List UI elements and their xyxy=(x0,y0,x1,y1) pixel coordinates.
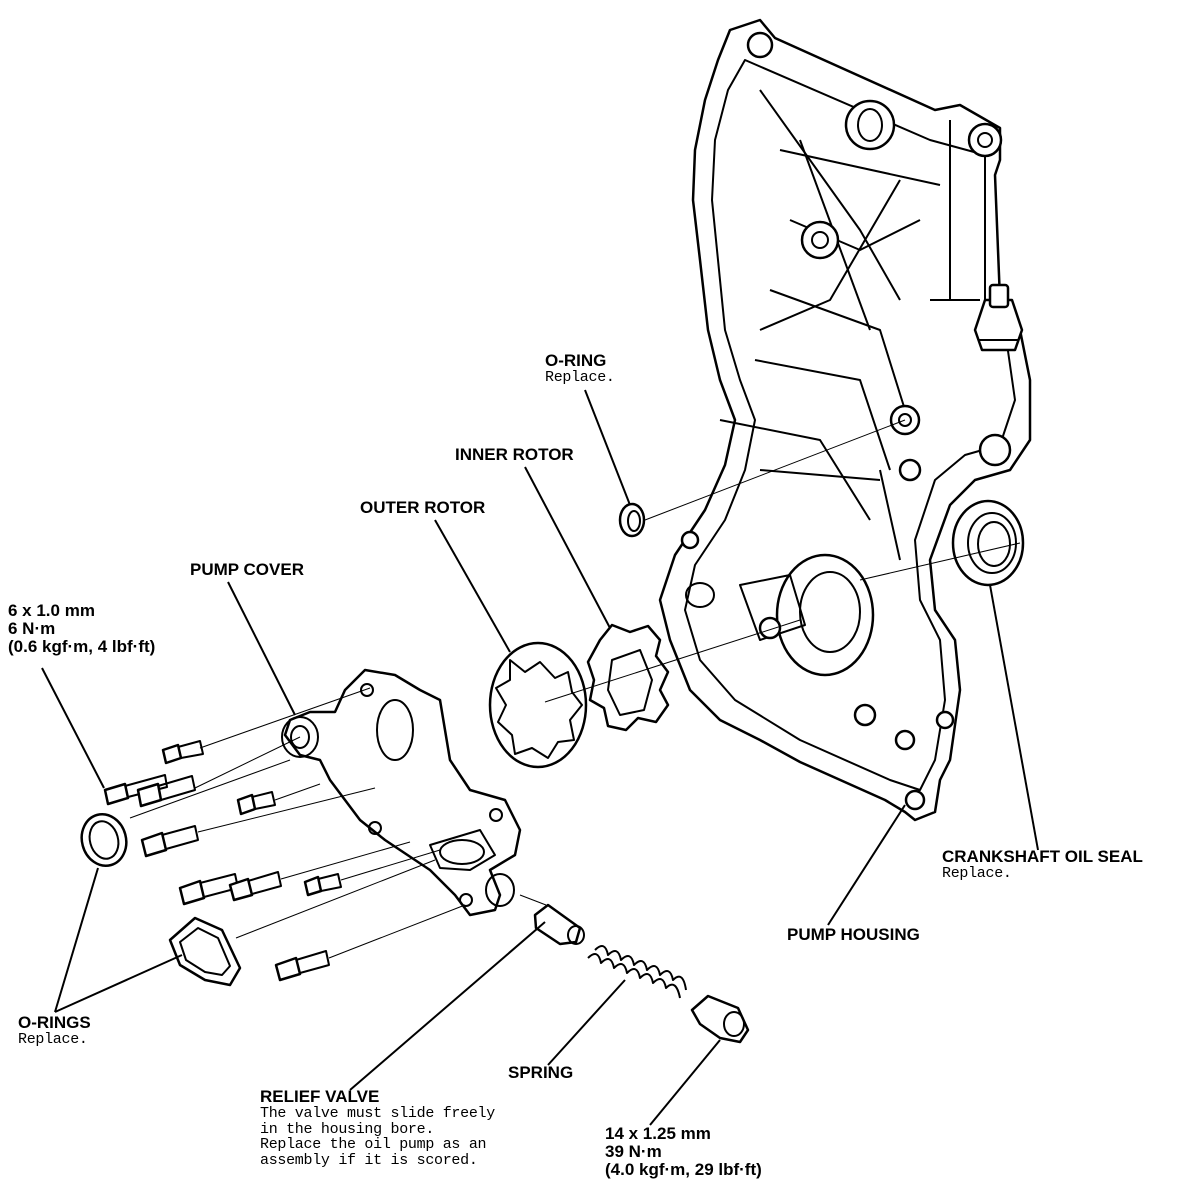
pump-housing-title: PUMP HOUSING xyxy=(787,925,920,944)
o-rings xyxy=(80,812,242,987)
bolt-6mm-size: 6 x 1.0 mm xyxy=(8,601,95,620)
leader-o-rings-1 xyxy=(54,867,99,1013)
label-bolt-14mm: 14 x 1.25 mm 39 N·m (4.0 kgf·m, 29 lbf·f… xyxy=(605,1125,762,1179)
inner-rotor-title: INNER ROTOR xyxy=(455,445,574,464)
label-outer-rotor: OUTER ROTOR xyxy=(360,499,485,517)
relief-valve-note-1: The valve must slide freely xyxy=(260,1104,495,1122)
crankshaft-oil-seal-title: CRANKSHAFT OIL SEAL xyxy=(942,847,1143,866)
bolt-6mm-torque: 6 N·m xyxy=(8,618,56,638)
leader-relief-valve xyxy=(349,921,546,1091)
leader-inner-rotor xyxy=(524,466,611,629)
o-ring-small xyxy=(618,502,646,538)
o-rings-title: O-RINGS xyxy=(18,1013,91,1032)
bolt-6mm-torque-alt: (0.6 kgf·m, 4 lbf·ft) xyxy=(8,636,156,656)
o-ring-note: Replace. xyxy=(545,368,615,386)
spring-title: SPRING xyxy=(508,1063,574,1082)
pump-housing xyxy=(658,18,1032,822)
relief-valve-note-2: in the housing bore. xyxy=(260,1120,435,1138)
pump-cover-title: PUMP COVER xyxy=(190,560,304,579)
relief-valve-note-4: assembly if it is scored. xyxy=(260,1152,478,1170)
relief-valve-note-3: Replace the oil pump as an xyxy=(260,1136,487,1154)
leader-pump-cover xyxy=(227,581,296,716)
assembly-lines xyxy=(129,419,1021,959)
label-bolt-6mm: 6 x 1.0 mm 6 N·m (0.6 kgf·m, 4 lbf·ft) xyxy=(8,602,155,656)
leader-o-ring xyxy=(584,389,631,506)
pump-cover-bolts xyxy=(103,740,342,982)
leader-outer-rotor xyxy=(434,519,511,653)
crankshaft-oil-seal-note: Replace. xyxy=(942,864,1012,882)
label-crankshaft-oil-seal: CRANKSHAFT OIL SEAL Replace. xyxy=(942,848,1143,882)
leader-spring xyxy=(547,979,626,1066)
pump-cover xyxy=(281,668,522,917)
bolt-14mm-size: 14 x 1.25 mm xyxy=(605,1124,711,1143)
outer-rotor xyxy=(488,641,588,769)
relief-valve-title: RELIEF VALVE xyxy=(260,1087,380,1106)
bolt-14mm-torque: 39 N·m xyxy=(605,1141,662,1161)
leader-lines xyxy=(41,389,1039,1126)
label-inner-rotor: INNER ROTOR xyxy=(455,446,574,464)
crankshaft-oil-seal xyxy=(951,499,1025,587)
label-o-ring: O-RING Replace. xyxy=(545,352,615,386)
leader-pump-housing xyxy=(827,804,906,926)
relief-valve-plug-bolt xyxy=(690,994,750,1044)
label-relief-valve: RELIEF VALVE The valve must slide freely… xyxy=(260,1088,495,1169)
label-spring: SPRING xyxy=(508,1064,573,1082)
leader-o-rings-2 xyxy=(54,954,183,1013)
label-o-rings: O-RINGS Replace. xyxy=(18,1014,91,1048)
label-pump-cover: PUMP COVER xyxy=(190,561,304,579)
o-rings-note: Replace. xyxy=(18,1030,88,1048)
o-ring-title: O-RING xyxy=(545,351,607,370)
inner-rotor xyxy=(586,623,670,732)
leader-bolt-14mm xyxy=(649,1039,721,1126)
leader-crankshaft-oil-seal xyxy=(989,584,1039,851)
leader-bolt-6mm xyxy=(41,667,105,789)
spring xyxy=(587,945,687,999)
relief-valve xyxy=(533,903,585,946)
bolt-14mm-torque-alt: (4.0 kgf·m, 29 lbf·ft) xyxy=(605,1159,762,1179)
outer-rotor-title: OUTER ROTOR xyxy=(360,498,486,517)
label-pump-housing: PUMP HOUSING xyxy=(787,926,920,944)
